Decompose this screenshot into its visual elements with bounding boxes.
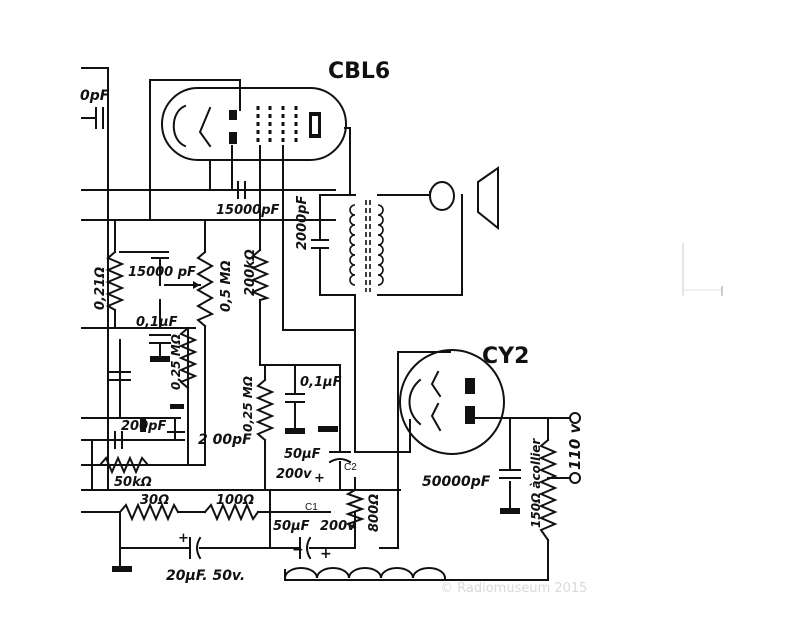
- label-c1-plus: +: [320, 546, 332, 562]
- resistor-021: [105, 250, 125, 312]
- label-c2-volt: 200v: [276, 467, 312, 482]
- label-c-50000: 50000pF: [422, 474, 491, 490]
- label-c-20: 20µF. 50v.: [166, 568, 245, 584]
- resistor-800: [345, 488, 365, 530]
- label-c2-plus: +: [314, 471, 325, 486]
- label-c-01-mid: 0,1µF: [300, 375, 342, 390]
- label-r-200k: 200kΩ: [243, 249, 258, 296]
- annotation-c2: C2: [344, 462, 357, 473]
- component-labels: 0pF 15000pF 15000 pF 2000pF 0,21Ω 0,5 MΩ…: [80, 88, 584, 584]
- label-c-200-a: 200pF: [121, 419, 166, 434]
- tube-label-cbl6: CBL6: [328, 59, 390, 84]
- ground-symbols: [112, 356, 520, 572]
- image-fragment: [682, 243, 723, 296]
- resistor-100: [203, 502, 260, 522]
- resistor-30: [118, 502, 180, 522]
- label-r-30: 30Ω: [140, 493, 169, 508]
- wiring: [81, 67, 576, 581]
- label-r-025m-mid: 0,25 MΩ: [241, 376, 255, 432]
- resistor-025m-left: [178, 326, 198, 390]
- label-c-200-b: 2 00pF: [198, 432, 252, 448]
- label-r-05m: 0,5 MΩ: [219, 260, 234, 312]
- mains-terminals: [569, 412, 581, 484]
- label-r-100: 100Ω: [216, 493, 254, 508]
- label-c-01-left: 0,1µF: [136, 315, 178, 330]
- output-transformer: [349, 200, 384, 292]
- label-c1-minus: −: [292, 542, 304, 558]
- label-r-50k: 50kΩ: [114, 475, 152, 490]
- label-r-150: 150Ω àcollier: [529, 438, 543, 528]
- label-mains: 110 v: [566, 422, 584, 470]
- tube-label-cy2: CY2: [482, 344, 529, 369]
- cbl6-tube: [161, 87, 347, 161]
- resistor-50k: [98, 455, 150, 475]
- label-r-021: 0,21Ω: [93, 267, 108, 310]
- label-c-top-left: 0pF: [80, 88, 110, 104]
- resistor-025m-mid: [255, 378, 275, 442]
- label-c1-cap: 50µF: [273, 519, 310, 534]
- label-c-15000-top: 15000pF: [216, 203, 280, 218]
- resistors: [98, 248, 558, 542]
- watermark: © Radiomuseum 2015: [440, 581, 587, 596]
- loudspeaker: [429, 166, 499, 231]
- label-c2-cap: 50µF: [284, 447, 321, 462]
- label-r-800: 800Ω: [367, 494, 382, 532]
- label-c-2000: 2000pF: [295, 196, 310, 250]
- heater-chain: [283, 567, 447, 580]
- label-c-15000-grid: 15000 pF: [128, 265, 196, 280]
- cy2-tube: [399, 349, 505, 455]
- resistor-150: [538, 438, 558, 542]
- capacitors: [81, 107, 521, 560]
- label-r-025m-left: 0,25 MΩ: [169, 334, 183, 390]
- resistor-200k: [250, 248, 270, 302]
- resistor-05m: [195, 250, 215, 328]
- annotation-c1: C1: [305, 502, 318, 513]
- label-c-20-plus: +: [178, 531, 189, 546]
- label-c1-volt: 200v: [320, 519, 356, 534]
